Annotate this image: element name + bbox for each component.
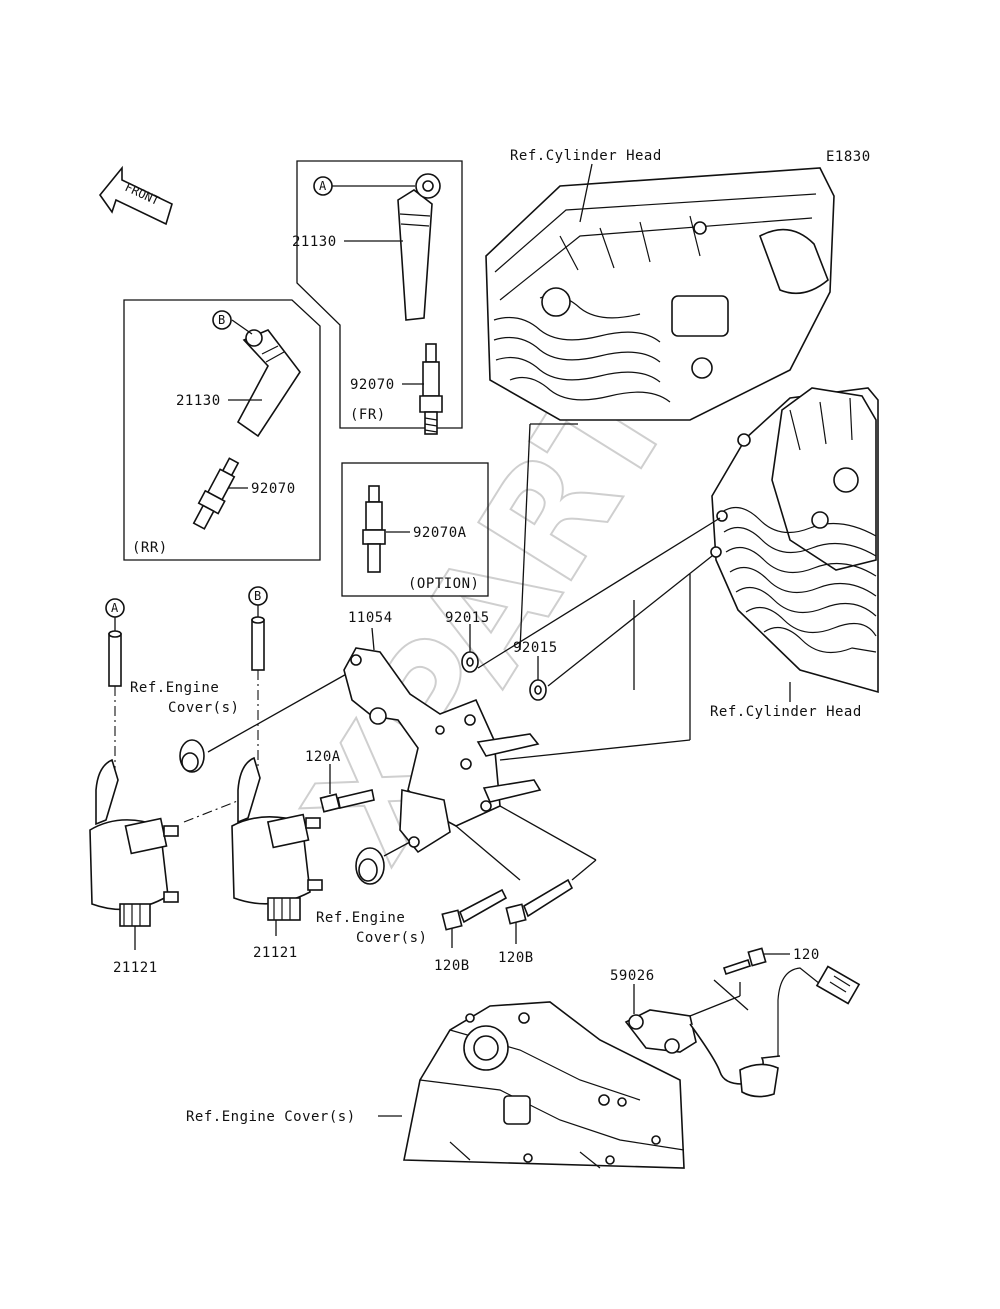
part-label-120a: 120A bbox=[305, 749, 341, 765]
pickup-coil bbox=[624, 965, 861, 1098]
plug-cap-rr bbox=[236, 329, 301, 438]
group-label-fr: (FR) bbox=[350, 407, 386, 423]
part-label-11054: 11054 bbox=[348, 610, 393, 626]
spark-plug-rr bbox=[192, 457, 240, 530]
ref-engine-cover-1-line1: Ref.Engine bbox=[130, 680, 219, 696]
part-label-92015-b: 92015 bbox=[513, 640, 558, 656]
part-label-120: 120 bbox=[793, 947, 820, 963]
part-label-21121-right: 21121 bbox=[253, 945, 298, 961]
ref-engine-cover-3: Ref.Engine Cover(s) bbox=[186, 1109, 356, 1125]
high-tension-lead-a bbox=[108, 633, 122, 687]
svg-text:B: B bbox=[218, 313, 225, 327]
svg-text:A: A bbox=[111, 601, 119, 615]
spark-plug-option bbox=[362, 485, 386, 573]
ref-engine-cover-1-line2: Cover(s) bbox=[168, 700, 239, 716]
bolt-120b-left bbox=[441, 888, 508, 931]
part-label-120b-right: 120B bbox=[498, 950, 534, 966]
part-label-92070a: 92070A bbox=[413, 525, 467, 541]
part-label-21121-left: 21121 bbox=[113, 960, 158, 976]
part-label-92070-fr: 92070 bbox=[350, 377, 395, 393]
part-label-21130-fr: 21130 bbox=[292, 234, 337, 250]
ignition-coil-left bbox=[89, 758, 179, 927]
part-label-92015-a: 92015 bbox=[445, 610, 490, 626]
ref-engine-cover-2-line1: Ref.Engine bbox=[316, 910, 405, 926]
collar-92015-a bbox=[461, 651, 479, 673]
high-tension-lead-b bbox=[251, 619, 265, 671]
ref-engine-cover-2-line2: Cover(s) bbox=[356, 930, 427, 946]
grommet-upper bbox=[179, 739, 205, 773]
callout-b-rr bbox=[212, 310, 232, 330]
cylinder-head-right bbox=[710, 387, 879, 694]
group-box-fr bbox=[296, 160, 463, 429]
part-label-59026: 59026 bbox=[610, 968, 655, 984]
plug-cap-fr bbox=[397, 173, 441, 321]
group-label-rr: (RR) bbox=[132, 540, 168, 556]
bolt-120b-right bbox=[505, 878, 574, 925]
engine-cover-lower bbox=[403, 1001, 685, 1169]
spark-plug-fr bbox=[419, 343, 443, 435]
bolt-120a bbox=[319, 789, 375, 813]
coil-bracket bbox=[343, 647, 542, 854]
diagram-code: E1830 bbox=[826, 149, 871, 165]
ignition-coil-right bbox=[231, 756, 323, 921]
svg-text:A: A bbox=[319, 179, 327, 193]
bolt-120 bbox=[722, 947, 767, 976]
part-label-92070-rr: 92070 bbox=[251, 481, 296, 497]
callout-a-fr bbox=[313, 176, 333, 196]
cylinder-head-top bbox=[485, 167, 835, 421]
ref-cylinder-head-right: Ref.Cylinder Head bbox=[710, 704, 862, 720]
part-label-120b-left: 120B bbox=[434, 958, 470, 974]
svg-text:B: B bbox=[254, 589, 261, 603]
part-label-21130-rr: 21130 bbox=[176, 393, 221, 409]
group-box-rr bbox=[123, 299, 321, 561]
grommet-lower bbox=[355, 847, 385, 885]
ref-cylinder-head-top: Ref.Cylinder Head bbox=[510, 148, 662, 164]
group-box-option bbox=[341, 462, 489, 597]
group-label-option: (OPTION) bbox=[408, 576, 479, 592]
collar-92015-b bbox=[529, 679, 547, 701]
front-arrow-icon: FRONT bbox=[98, 165, 173, 226]
